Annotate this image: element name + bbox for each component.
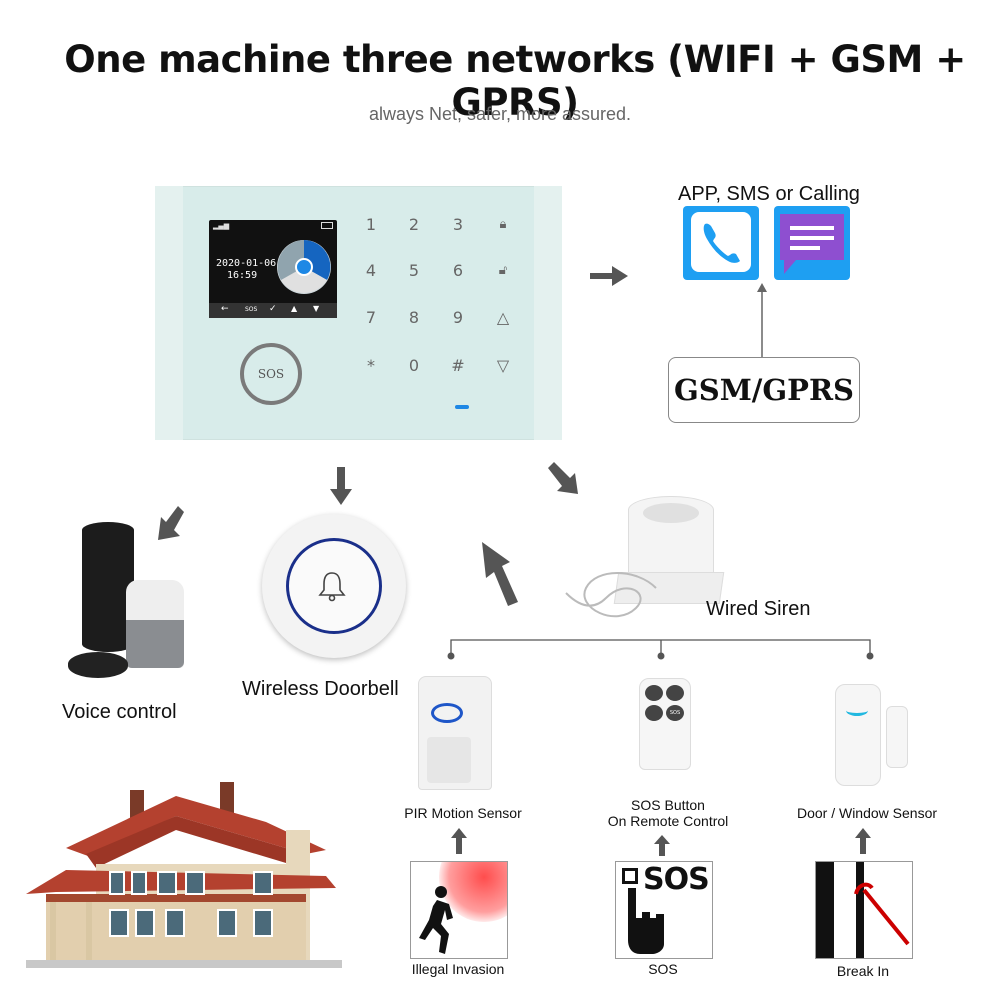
arrow-up-left-icon — [482, 542, 518, 606]
siren-label: Wired Siren — [706, 598, 811, 620]
gsm-gprs-badge: GSM/GPRS — [668, 357, 860, 423]
door-sensor-label: Door / Window Sensor — [796, 805, 938, 821]
invasion-box — [410, 861, 508, 959]
pir-sensor — [418, 676, 492, 790]
remote-sos-key: SOS — [666, 705, 684, 721]
door-magnet — [886, 706, 908, 768]
up-triangle-icon[interactable]: △ — [496, 308, 510, 327]
battery-icon — [321, 222, 333, 229]
arrow-up-icon — [855, 828, 871, 854]
phone-app-icon — [683, 206, 759, 280]
screen-up-icon: ▲ — [291, 304, 298, 313]
page-title: One machine three networks (WIFI + GSM +… — [64, 38, 966, 124]
screen-time: 16:59 — [227, 270, 258, 281]
voice-control-label: Voice control — [62, 701, 177, 723]
screen-sos-label: SOS — [245, 306, 258, 313]
key-star[interactable]: * — [367, 356, 375, 375]
house-illustration — [26, 782, 342, 968]
breakin-label: Break In — [836, 963, 890, 979]
key-5[interactable]: 5 — [408, 261, 420, 280]
status-led — [455, 405, 469, 409]
key-7[interactable]: 7 — [365, 308, 377, 327]
remote-control: SOS — [639, 678, 691, 770]
key-1[interactable]: 1 — [365, 215, 377, 234]
sos-remote-label-line1: SOS Button — [631, 797, 705, 813]
breakin-box — [815, 861, 913, 959]
page-subtitle: always Net, safer, more assured. — [368, 104, 632, 124]
sms-app-icon — [774, 206, 850, 280]
arrow-right-icon — [590, 266, 628, 286]
pir-label: PIR Motion Sensor — [404, 805, 522, 821]
wifi-signal-icon: ▂▄▆ — [213, 222, 230, 230]
arrow-down-left-icon — [158, 506, 184, 540]
key-3[interactable]: 3 — [452, 215, 464, 234]
panel-screen: ▂▄▆ 2020-01-06 16:59 ← SOS ✓ ▲ ▼ — [209, 220, 337, 318]
arrow-up-thin-icon — [757, 283, 767, 358]
down-triangle-icon[interactable]: ▽ — [496, 356, 510, 375]
arrow-down-icon — [330, 467, 352, 505]
crowbar-icon — [854, 882, 910, 946]
key-2[interactable]: 2 — [408, 215, 420, 234]
sensor-bus-line — [447, 639, 874, 660]
intruder-icon — [419, 886, 453, 954]
screen-arm-wheel-icon — [277, 240, 331, 294]
echo-dot — [68, 652, 128, 678]
key-0[interactable]: 0 — [408, 356, 420, 375]
sos-trigger-label: SOS — [648, 961, 678, 977]
sos-remote-label: SOS Button On Remote Control — [598, 797, 738, 829]
sos-remote-label-line2: On Remote Control — [607, 813, 729, 829]
lock-open-icon[interactable]: 🔓︎ — [498, 263, 508, 278]
sos-big-text: SOS — [643, 862, 710, 897]
panel-sos-button[interactable]: SOS — [240, 343, 302, 405]
panel-bezel-left — [155, 186, 183, 440]
panel-sos-label: SOS — [257, 367, 285, 381]
arrow-down-right-icon — [548, 462, 578, 494]
key-4[interactable]: 4 — [365, 261, 377, 280]
arrow-up-icon — [654, 835, 670, 856]
invasion-label: Illegal Invasion — [411, 961, 505, 977]
screen-back-icon: ← — [221, 304, 229, 314]
screen-check-icon: ✓ — [269, 304, 277, 314]
pressing-finger-icon — [628, 888, 664, 954]
sos-trigger-box: SOS — [615, 861, 713, 959]
echo-speaker — [82, 522, 134, 652]
home-speaker — [126, 580, 184, 668]
key-6[interactable]: 6 — [452, 261, 464, 280]
siren-cable-icon — [565, 572, 657, 618]
screen-date: 2020-01-06 — [216, 258, 277, 269]
key-8[interactable]: 8 — [408, 308, 420, 327]
bell-icon — [318, 572, 346, 602]
notify-label: APP, SMS or Calling — [678, 183, 860, 205]
arrow-up-icon — [451, 828, 467, 854]
screen-down-icon: ▼ — [313, 304, 320, 313]
doorbell-ring — [286, 538, 382, 634]
door-sensor — [835, 684, 881, 786]
key-hash[interactable]: # — [451, 356, 465, 375]
sos-square-icon — [622, 868, 638, 884]
panel-bezel-right — [534, 186, 562, 440]
doorbell-label: Wireless Doorbell — [242, 678, 399, 700]
key-9[interactable]: 9 — [452, 308, 464, 327]
lock-closed-icon[interactable]: 🔒︎ — [499, 217, 507, 232]
